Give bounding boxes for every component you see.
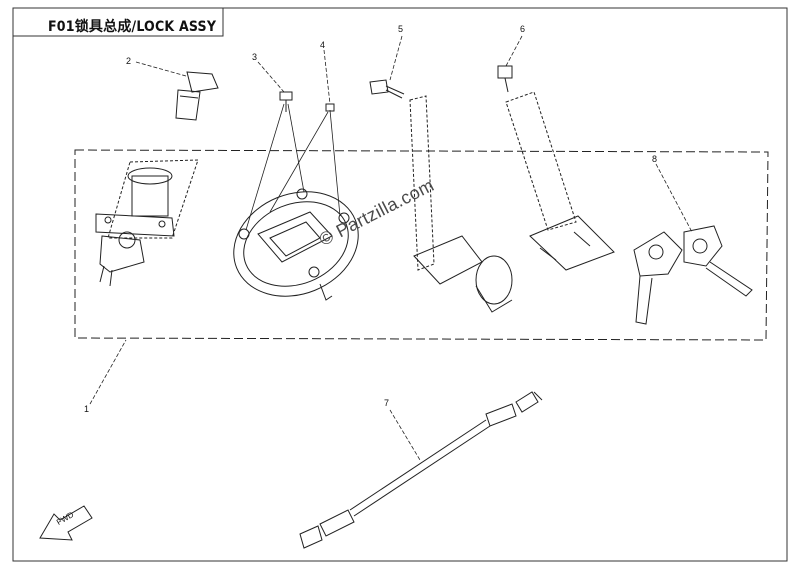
- screw-3-part: [245, 91, 305, 231]
- bolt-6-part: [497, 65, 615, 271]
- key-cap-part: [175, 71, 219, 121]
- callout-3: 3: [252, 52, 258, 62]
- screw-4-part: [269, 103, 341, 217]
- callout-8: 8: [652, 154, 658, 164]
- ignition-lock-part: [95, 159, 199, 287]
- assembly-boundary: [74, 149, 769, 341]
- callout-1: 1: [84, 404, 90, 414]
- title-box: [12, 7, 224, 37]
- callout-7: 7: [384, 398, 390, 408]
- diagram-title: F01锁具总成/LOCK ASSY: [48, 19, 217, 35]
- fwd-arrow-icon: [39, 505, 93, 541]
- callout-4: 4: [320, 40, 326, 50]
- callout-5: 5: [398, 24, 404, 34]
- leader-lines: [89, 35, 693, 461]
- outer-frame: [12, 7, 788, 562]
- fuel-cap-part: [233, 188, 359, 301]
- bolt-5-part: [369, 79, 513, 313]
- cable-part: [299, 391, 543, 549]
- callout-2: 2: [126, 56, 132, 66]
- callout-6: 6: [520, 24, 526, 34]
- keys-part: [633, 225, 753, 325]
